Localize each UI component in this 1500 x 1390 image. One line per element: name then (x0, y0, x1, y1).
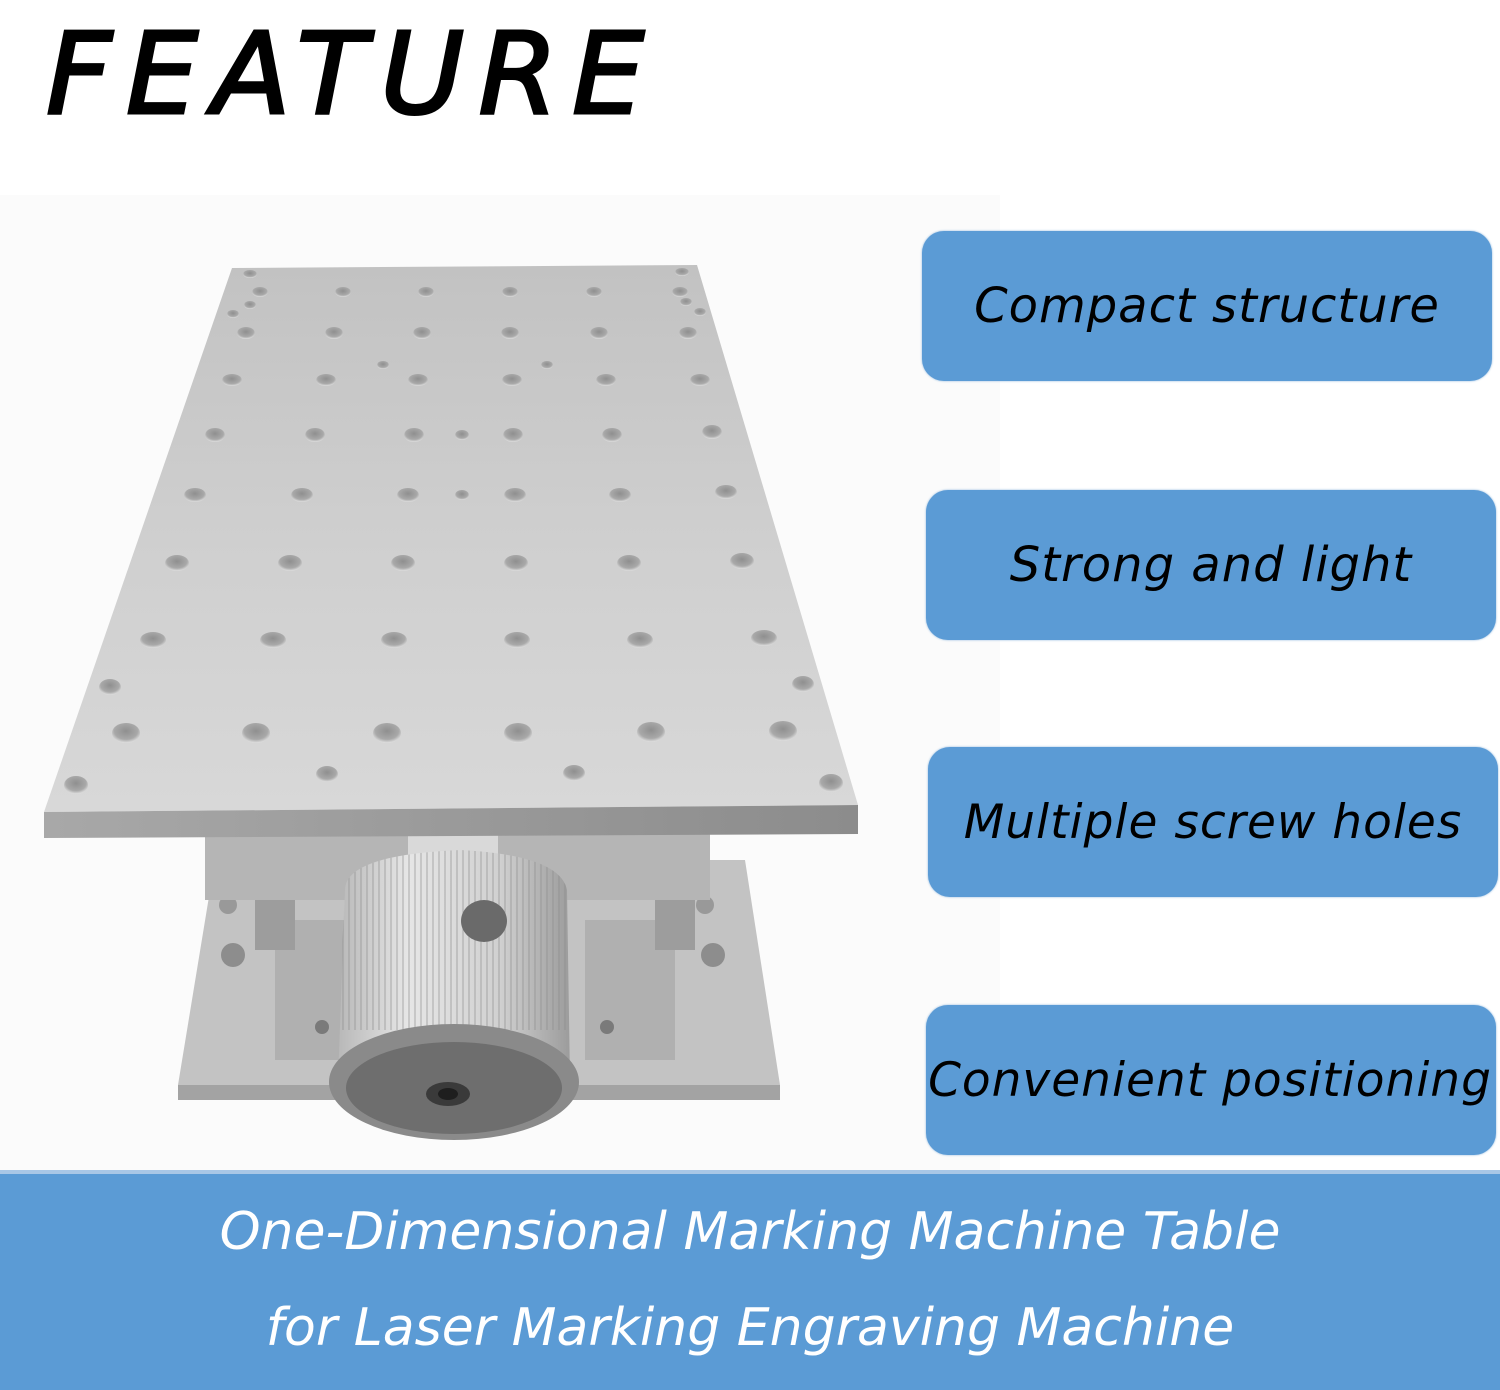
product-name-line-1: One-Dimensional Marking Machine Table (219, 1202, 1281, 1262)
feature-box-strong-and-light: Strong and light (926, 490, 1496, 640)
product-name-line-2: for Laser Marking Engraving Machine (265, 1298, 1235, 1358)
footer-band: One-Dimensional Marking Machine Table fo… (0, 1170, 1500, 1390)
screw-holes (64, 268, 843, 794)
feature-box-convenient-positioning: Convenient positioning (926, 1005, 1496, 1155)
feature-label: Convenient positioning (928, 1052, 1492, 1108)
top-plate (44, 265, 858, 838)
page-title: FEATURE (44, 9, 659, 142)
adjustment-knob (329, 850, 579, 1140)
feature-label: Compact structure (974, 278, 1440, 334)
feature-box-multiple-screw-holes: Multiple screw holes (928, 747, 1498, 897)
feature-label: Multiple screw holes (963, 794, 1463, 850)
feature-label: Strong and light (1009, 537, 1413, 593)
product-image (44, 265, 858, 1140)
feature-box-compact-structure: Compact structure (922, 231, 1492, 381)
